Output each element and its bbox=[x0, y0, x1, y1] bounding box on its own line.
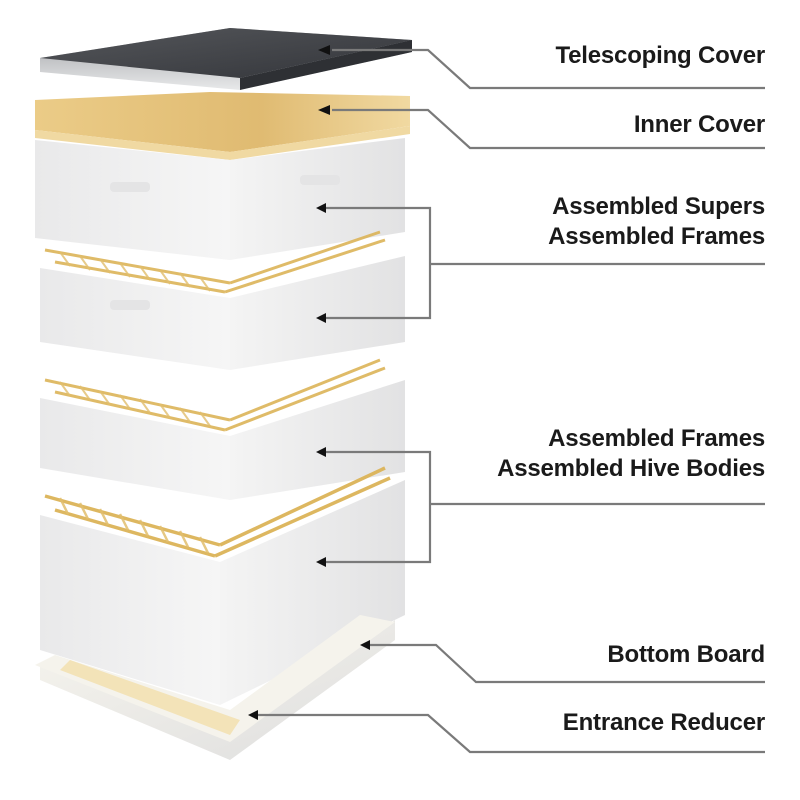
label-line: Telescoping Cover bbox=[555, 42, 765, 69]
label-line: Inner Cover bbox=[633, 111, 765, 138]
frames-3 bbox=[44, 466, 391, 558]
label-line: Assembled Frames bbox=[548, 425, 765, 452]
label-line: Assembled Hive Bodies bbox=[497, 455, 765, 482]
hive-body-upper bbox=[40, 380, 405, 500]
inner-cover bbox=[35, 92, 410, 160]
label-entrance-reducer: Entrance Reducer bbox=[563, 708, 765, 738]
label-line: Bottom Board bbox=[607, 641, 765, 668]
frames-1 bbox=[44, 230, 386, 294]
label-supers: Assembled Supers Assembled Frames bbox=[548, 192, 765, 252]
bottom-board bbox=[35, 615, 395, 760]
hive-body-lower bbox=[40, 480, 405, 705]
arrow-heads bbox=[248, 45, 370, 720]
leader-lines bbox=[254, 48, 765, 754]
label-bottom-board: Bottom Board bbox=[607, 640, 765, 670]
label-line: Assembled Frames bbox=[548, 223, 765, 250]
label-telescoping-cover: Telescoping Cover bbox=[555, 41, 765, 71]
super-box-top bbox=[35, 138, 405, 260]
frames-2 bbox=[44, 358, 386, 432]
label-hive-bodies: Assembled Frames Assembled Hive Bodies bbox=[497, 424, 765, 484]
label-line: Assembled Supers bbox=[552, 193, 765, 220]
telescoping-cover bbox=[40, 28, 412, 90]
super-box-second bbox=[40, 256, 405, 370]
label-inner-cover: Inner Cover bbox=[634, 110, 765, 140]
label-line: Entrance Reducer bbox=[562, 709, 765, 736]
